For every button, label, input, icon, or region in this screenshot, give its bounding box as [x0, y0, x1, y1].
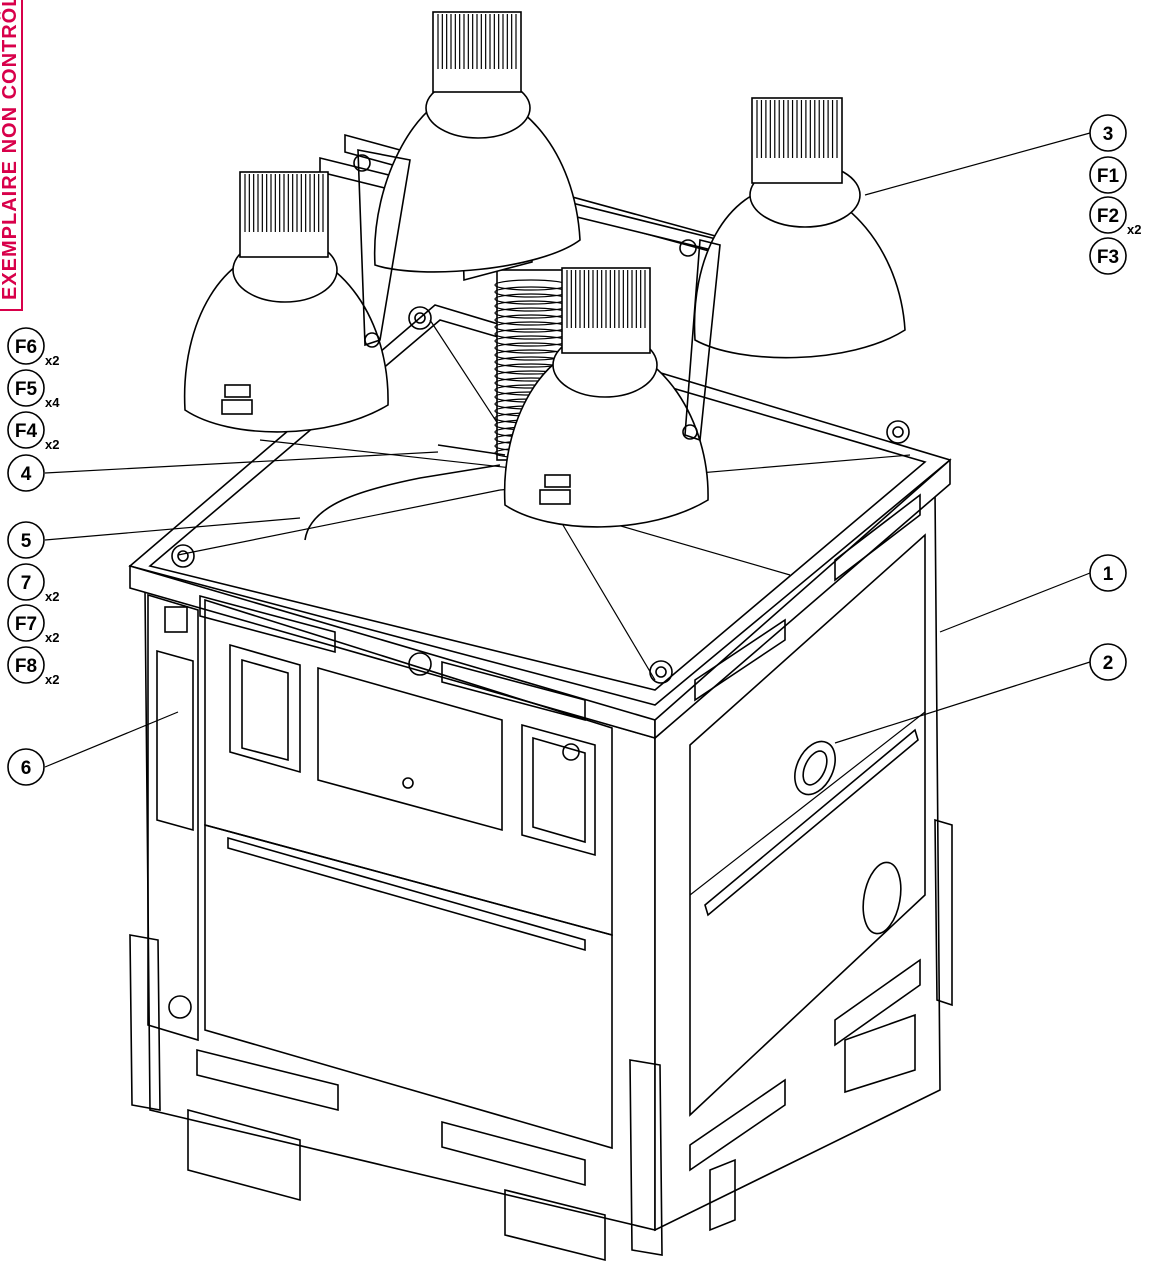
- callout-multiplier: x2: [45, 589, 59, 604]
- callout-number: F4: [15, 421, 38, 442]
- callout-number: F7: [15, 614, 37, 635]
- lifting-eye: [886, 420, 910, 444]
- callout-4: 4: [7, 454, 45, 492]
- callout-number: 5: [21, 531, 32, 552]
- callout-multiplier: x2: [1127, 222, 1141, 237]
- lifting-eye: [649, 660, 673, 684]
- callout-number: F2: [1097, 206, 1119, 227]
- callout-f6: F6 x2: [7, 327, 59, 368]
- callout-6: 6: [7, 748, 45, 786]
- callout-2: 2: [1089, 643, 1127, 681]
- floodlight-right: [693, 97, 906, 359]
- callout-number: F5: [15, 379, 38, 400]
- callout-f7: F7 x2: [7, 604, 59, 645]
- callout-f4: F4 x2: [7, 411, 59, 452]
- floodlight-left: [183, 171, 389, 433]
- lifting-eye: [408, 306, 432, 330]
- callout-f8: F8 x2: [7, 646, 59, 687]
- callout-f2: F2 x2: [1089, 196, 1141, 237]
- front-panel: [129, 593, 613, 1187]
- callout-5: 5: [7, 521, 45, 559]
- callout-1: 1: [1089, 554, 1127, 592]
- side-handle: [794, 740, 836, 796]
- callout-f1: F1: [1089, 156, 1127, 194]
- callout-number: 2: [1103, 653, 1114, 674]
- callout-number: F8: [15, 656, 37, 677]
- vent-grille: [862, 861, 902, 935]
- callout-number: F6: [15, 337, 37, 358]
- lifting-eyes: [171, 306, 910, 684]
- floodlight-back: [373, 11, 581, 273]
- callout-number: 4: [21, 464, 32, 485]
- callout-multiplier: x2: [45, 353, 59, 368]
- callout-7: 7 x2: [7, 563, 59, 604]
- callout-multiplier: x2: [45, 672, 59, 687]
- stamp-text: EXEMPLAIRE NON CONTRÔLÉ: [0, 0, 21, 300]
- uncontrolled-copy-stamp: EXEMPLAIRE NON CONTRÔLÉ: [0, 0, 23, 311]
- callout-3: 3: [1089, 114, 1127, 152]
- callout-number: F1: [1097, 166, 1120, 187]
- callout-multiplier: x2: [45, 630, 59, 645]
- callout-number: 3: [1103, 124, 1114, 145]
- callout-f5: F5 x4: [7, 369, 60, 410]
- leader-lines: [44, 132, 1091, 768]
- callout-number: 1: [1103, 564, 1114, 585]
- callout-multiplier: x4: [45, 395, 60, 410]
- floodlight-front: [503, 267, 709, 528]
- callout-multiplier: x2: [45, 437, 59, 452]
- right-panel: [629, 493, 953, 1256]
- callout-number: F3: [1097, 247, 1119, 268]
- callout-number: 7: [21, 573, 32, 594]
- callout-number: 6: [21, 758, 32, 779]
- callout-f3: F3: [1089, 237, 1127, 275]
- lamp-brackets: [353, 149, 721, 442]
- lifting-eye: [171, 544, 195, 568]
- skids: [187, 1013, 916, 1262]
